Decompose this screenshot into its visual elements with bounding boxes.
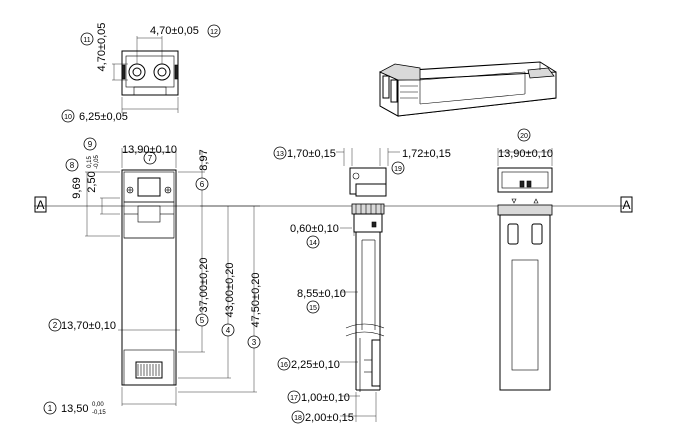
isometric-view — [379, 61, 557, 117]
callout-circle-12 — [207, 24, 221, 38]
callout-circle-20 — [517, 128, 531, 142]
callout-circle-10 — [61, 109, 75, 123]
callout-number-11: 11 — [83, 37, 90, 44]
callout-number-15: 15 — [309, 305, 317, 312]
callout-circle-7 — [143, 151, 157, 165]
dimension-1-tol-bottom: -0,15 — [92, 410, 106, 416]
dimension-5-value: 37,00±0,20 — [198, 258, 210, 313]
dimension-3-value: 47,50±0,20 — [250, 273, 262, 328]
dimension-12-value: 4,70±0,05 — [150, 25, 199, 37]
dimension-19-value: 1,72±0,15 — [402, 148, 451, 160]
dimension-14-value: 0,60±0,10 — [290, 223, 339, 235]
callout-number-7: 7 — [148, 154, 153, 163]
end-view-connector — [112, 36, 179, 113]
section-mark-right: A — [622, 198, 630, 212]
callout-number-10: 10 — [64, 114, 72, 121]
callout-circle-18 — [291, 410, 305, 424]
callout-number-9: 9 — [88, 140, 93, 149]
dimension-11-value: 4,70±0,05 — [96, 23, 108, 72]
callout-number-18: 18 — [294, 415, 302, 422]
callout-number-5: 5 — [200, 316, 205, 325]
edge-contacts — [137, 364, 160, 376]
callout-circle-3 — [247, 335, 261, 349]
callout-number-19: 19 — [394, 166, 402, 173]
dimension-7-value: 13,90±0,10 — [122, 144, 177, 156]
callout-circle-11 — [80, 32, 94, 46]
callout-number-3: 3 — [252, 338, 257, 347]
callout-number-6: 6 — [200, 180, 205, 189]
callout-number-1: 1 — [48, 404, 53, 413]
dimension-20-value: 13,90±0,10 — [498, 148, 553, 160]
callout-circle-1 — [43, 401, 57, 415]
callout-number-16: 16 — [280, 362, 288, 369]
callout-circle-16 — [277, 357, 291, 371]
dimension-1-tol-top: 0,00 — [92, 402, 104, 408]
callout-number-20: 20 — [520, 133, 528, 140]
callout-circle-15 — [306, 300, 320, 314]
side-view — [336, 148, 400, 422]
callout-circle-13 — [273, 146, 287, 160]
callout-circle-9 — [83, 137, 97, 151]
front-view — [85, 148, 260, 406]
dimension-8-value: 9,69 — [71, 177, 83, 198]
dimension-10-value: 6,25±0,05 — [79, 111, 128, 123]
dimension-18-value: 2,00±0,15 — [305, 412, 354, 424]
callout-number-4: 4 — [226, 326, 231, 335]
dimension-labels: 13,50 0,00 -0,15 13,70±0,10 47,50±0,20 4… — [61, 23, 553, 424]
callout-number-13: 13 — [276, 151, 284, 158]
section-mark-left: A — [36, 198, 44, 212]
callout-circle-5 — [195, 313, 209, 327]
dimension-4-value: 43,00±0,20 — [224, 263, 236, 318]
dimension-15-value: 8,55±0,10 — [297, 288, 346, 300]
dimension-9-tol-bottom: -0,05 — [94, 155, 100, 169]
rear-view — [497, 148, 553, 391]
callout-number-17: 17 — [290, 395, 298, 402]
callout-number-2: 2 — [53, 321, 58, 330]
dimension-17-value: 1,00±0,10 — [301, 392, 350, 404]
callout-circle-14 — [306, 235, 320, 249]
dimension-1-value: 13,50 — [61, 403, 89, 415]
callout-circle-6 — [195, 177, 209, 191]
dimension-9-value: 2,50 — [86, 171, 98, 192]
callout-circle-8 — [65, 158, 79, 172]
callout-number-8: 8 — [70, 161, 75, 170]
callout-circle-19 — [391, 161, 405, 175]
dimension-6-value: 8,97 — [198, 149, 210, 170]
dimension-13-value: 1,70±0,15 — [287, 148, 336, 160]
dimension-16-value: 2,25±0,10 — [291, 359, 340, 371]
callout-circle-17 — [287, 390, 301, 404]
dimension-9-tol-top: 0,15 — [87, 156, 93, 168]
dimension-2-value: 13,70±0,10 — [61, 320, 116, 332]
callout-number-14: 14 — [309, 240, 317, 247]
callout-circle-4 — [221, 323, 235, 337]
callout-circle-2 — [48, 318, 62, 332]
callout-number-12: 12 — [210, 29, 218, 36]
